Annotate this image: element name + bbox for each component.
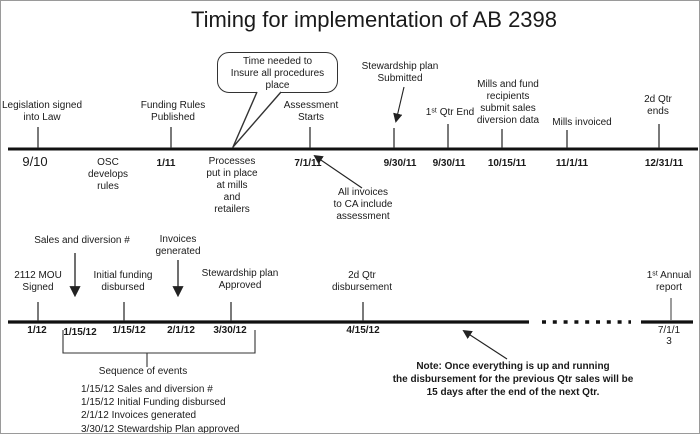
date-label-3-30-12: 3/30/12 (213, 325, 247, 336)
date-label-7-1-13: 7/1/1 3 (657, 325, 681, 347)
sequence-item: 2/1/12 Invoices generated (81, 410, 197, 422)
arrow-note (462, 329, 508, 360)
event-label-sales-diversion: Sales and diversion # (34, 235, 130, 246)
event-label-mou-signed: 2112 MOU Signed (14, 270, 62, 293)
event-label-osc: OSC develops rules (87, 157, 129, 192)
sequence-item: 3/30/12 Stewardship Plan approved (81, 423, 240, 434)
event-label-mills-submit: Mills and fund recipients submit sales d… (476, 79, 540, 126)
event-label-legislation: Legislation signed into Law (1, 100, 83, 123)
event-label-1st-annual-report: 1ˢᵗ Annual report (646, 270, 692, 293)
event-label-invoices-generated: Invoices generated (155, 234, 201, 257)
event-label-stewardship-submitted: Stewardship plan Submitted (361, 61, 439, 84)
event-label-2d-qtr-disbursement: 2d Qtr disbursement (331, 270, 393, 293)
date-label-11-1-11: 11/1/11 (555, 158, 589, 169)
event-label-stewardship-approved: Stewardship plan Approved (201, 268, 279, 291)
event-label-processes: Processes put in place at mills and reta… (206, 156, 258, 215)
date-label-9-30-11b: 9/30/11 (432, 158, 466, 169)
date-label-1-11: 1/11 (156, 158, 176, 169)
annotation-all-invoices: All invoices to CA include assessment (333, 187, 393, 222)
event-label-2d-qtr-ends: 2d Qtr ends (644, 94, 672, 117)
speech-bubble: Time needed to Insure all procedures pla… (217, 52, 338, 93)
event-label-funding-rules: Funding Rules Published (140, 100, 206, 123)
date-label-9-30-11a: 9/30/11 (383, 158, 417, 169)
date-label-10-15-11: 10/15/11 (487, 158, 527, 169)
speech-bubble-text: Time needed to Insure all procedures pla… (230, 56, 325, 91)
event-label-mills-invoiced: Mills invoiced (552, 117, 612, 128)
page-title: Timing for implementation of AB 2398 (190, 7, 558, 32)
date-label-1-12: 1/12 (27, 325, 47, 336)
sequence-item: 1/15/12 Initial Funding disbursed (81, 397, 226, 409)
event-label-assessment: Assessment Starts (283, 100, 339, 123)
arrow-stewardship-submitted (393, 86, 405, 123)
date-label-4-15-12: 4/15/12 (346, 325, 380, 336)
sequence-list: 1/15/12 Sales and diversion # 1/15/12 In… (81, 383, 240, 434)
date-label-12-31-11: 12/31/11 (644, 158, 684, 169)
event-label-initial-funding: Initial funding disbursed (93, 270, 153, 293)
timeline-bottom-ticks (37, 298, 672, 321)
event-label-1st-qtr-end: 1ˢᵗ Qtr End (425, 107, 475, 118)
date-label-7-1-11: 7/1/11 (294, 158, 322, 169)
date-label-1-15-12b: 1/15/12 (112, 325, 146, 336)
annotation-note: Note: Once everything is up and running … (392, 361, 634, 398)
date-label-9-10: 9/10 (22, 154, 48, 169)
sequence-title: Sequence of events (98, 366, 188, 377)
sequence-item: 1/15/12 Sales and diversion # (81, 384, 213, 395)
